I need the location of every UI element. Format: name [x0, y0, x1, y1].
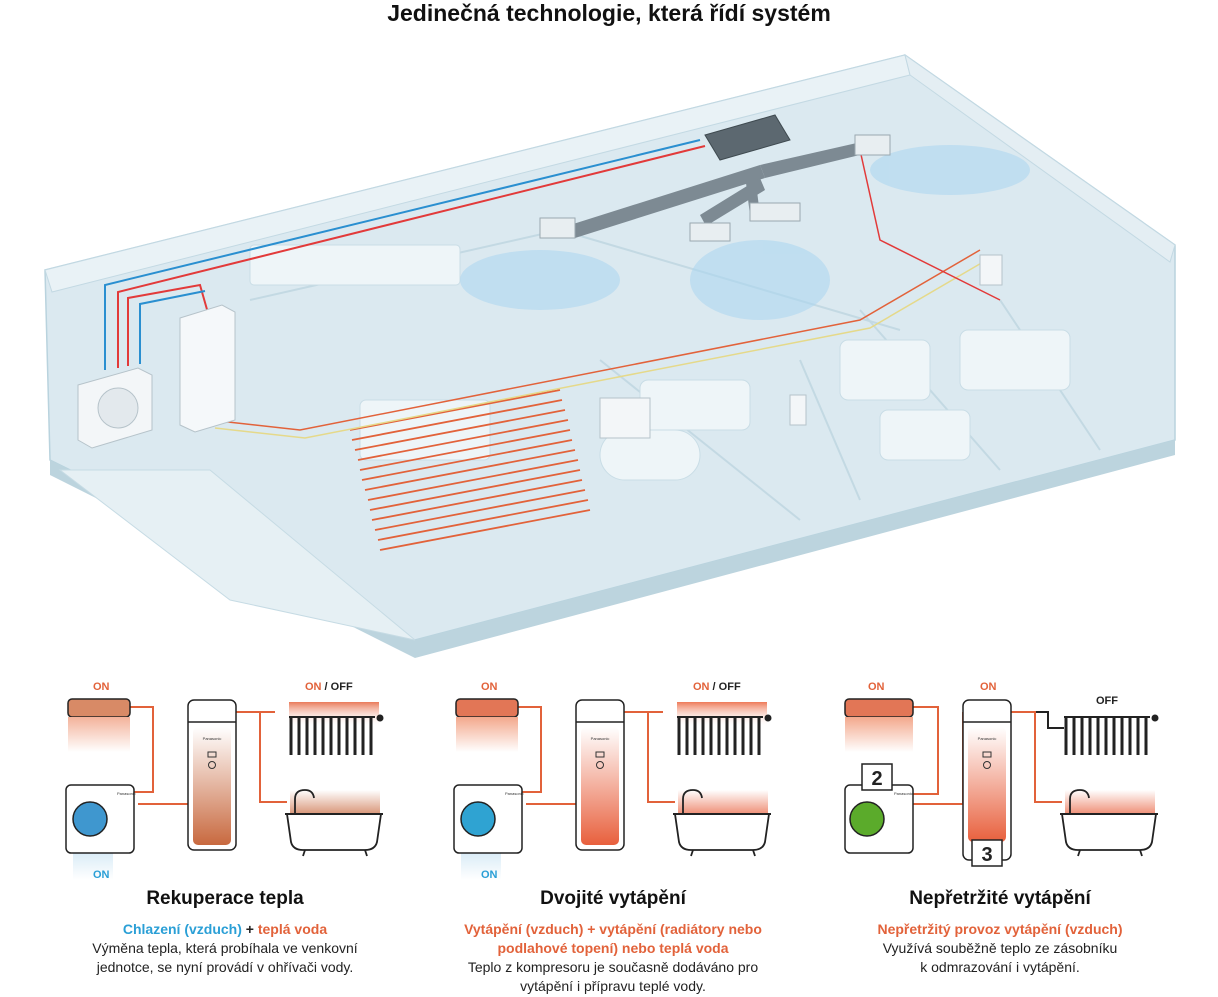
radiator-status: ON / OFF — [305, 681, 353, 693]
indoor-tank-unit — [179, 304, 236, 433]
house-illustration — [44, 53, 1176, 658]
svg-text:Panasonic: Panasonic — [505, 791, 524, 796]
bathtub-icon — [1060, 789, 1158, 857]
svg-text:Panasonic: Panasonic — [117, 791, 136, 796]
outdoor-unit-icon: Panasonic — [65, 784, 136, 880]
heat-recovery-diagram: ON ON / OFF Panasonic Panasonic — [65, 681, 384, 881]
mode-title: Dvojité vytápění — [540, 888, 686, 909]
mode-panel-dual-heating: ON ON / OFF Panasonic Panasonic ON — [413, 672, 813, 997]
svg-text:Panasonic: Panasonic — [978, 736, 997, 741]
outdoor-unit — [77, 367, 153, 449]
bathtub-icon — [285, 789, 383, 857]
indoor-wall-unit — [844, 698, 914, 718]
radiator-icon — [1064, 717, 1148, 755]
mode-subtitle: Nepřetržitý provoz vytápění (vzduch) — [877, 921, 1123, 937]
svg-text:3: 3 — [981, 844, 992, 866]
mode-description-line-2: vytápění i přípravu teplé vody. — [520, 978, 706, 994]
right-wall — [904, 53, 1176, 263]
radiator-status: ON / OFF — [693, 681, 741, 693]
dual-heating-diagram: ON ON / OFF Panasonic Panasonic ON — [453, 681, 772, 881]
hot-water-tank: Panasonic — [187, 699, 237, 851]
indoor-wall-unit — [455, 698, 519, 718]
mode-subtitle: Chlazení (vzduch) + teplá voda — [122, 921, 328, 937]
wall-unit-status: ON — [868, 681, 885, 693]
mode-title: Nepřetržité vytápění — [909, 888, 1091, 909]
radiator-icon — [677, 717, 761, 755]
mode-description-line-1: Teplo z kompresoru je současně dodáváno … — [467, 959, 759, 975]
mode-description-line-1: Výměna tepla, která probíhala ve venkovn… — [92, 940, 358, 956]
continuous-heating-diagram: ON OFF ON Panasonic 3 Panasonic — [844, 681, 1159, 867]
svg-text:2: 2 — [871, 768, 882, 790]
mode-panel-heat-recovery: ON ON / OFF Panasonic Panasonic — [25, 672, 425, 997]
radiator-icon — [289, 717, 373, 755]
mode-subtitle-line-2: podlahové topení) nebo teplá voda — [497, 940, 729, 956]
radiator-status: OFF — [1096, 695, 1118, 707]
outdoor-unit-icon: Panasonic — [453, 784, 524, 880]
tank-status: ON — [980, 681, 997, 693]
hot-water-tank: Panasonic — [962, 699, 1012, 861]
bathtub-icon — [673, 789, 771, 857]
mode-title: Rekuperace tepla — [146, 888, 304, 909]
air-distribution-box — [704, 114, 791, 161]
svg-text:Panasonic: Panasonic — [591, 736, 610, 741]
wall-unit-status: ON — [481, 681, 498, 693]
balcony — [58, 469, 416, 641]
page-title: Jedinečná technologie, která řídí systém — [387, 0, 831, 26]
mode-panel-continuous-heating: ON OFF ON Panasonic 3 Panasonic — [800, 672, 1200, 997]
mode-description-line-1: Využívá souběžně teplo ze zásobníku — [882, 940, 1118, 956]
outdoor-unit-status: ON — [481, 869, 498, 881]
svg-text:Panasonic: Panasonic — [203, 736, 222, 741]
mode-description-line-2: jednotce, se nyní provádí v ohřívači vod… — [96, 959, 354, 975]
mode-subtitle-line-1: Vytápění (vzduch) + vytápění (radiátory … — [464, 921, 762, 937]
step-badge-2: 2 — [861, 763, 893, 791]
outdoor-unit-status: ON — [93, 869, 110, 881]
mode-description-line-2: k odmrazování i vytápění. — [920, 959, 1080, 975]
step-badge-3: 3 — [971, 839, 1003, 867]
hot-water-tank: Panasonic — [575, 699, 625, 851]
indoor-wall-unit — [67, 698, 131, 718]
wall-unit-status: ON — [93, 681, 110, 693]
outdoor-unit-icon: Panasonic — [844, 784, 914, 854]
svg-text:Panasonic: Panasonic — [894, 791, 913, 796]
